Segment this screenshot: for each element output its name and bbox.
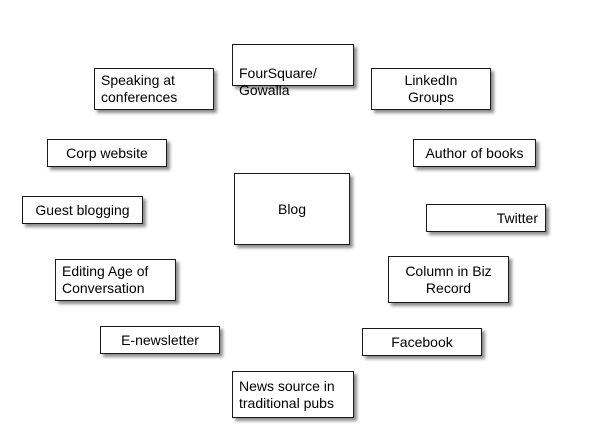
- node-twitter: Twitter: [426, 204, 546, 232]
- node-guest-blogging: Guest blogging: [22, 196, 143, 224]
- node-author-of-books: Author of books: [413, 139, 536, 167]
- node-column-in-biz-record: Column in Biz Record: [388, 256, 509, 303]
- node-label: Corp website: [66, 144, 148, 161]
- node-news-source-in-traditional-pubs: News source in traditional pubs: [232, 371, 354, 418]
- node-label: LinkedIn Groups: [404, 72, 458, 105]
- node-label: Author of books: [425, 144, 524, 161]
- node-label: Guest blogging: [35, 201, 130, 218]
- node-label: Editing Age of Conversation: [62, 263, 149, 296]
- node-label: Speaking at conferences: [101, 72, 178, 105]
- node-facebook: Facebook: [362, 328, 482, 356]
- node-editing-age-of-conversation: Editing Age of Conversation: [55, 259, 176, 301]
- node-label: E-newsletter: [121, 331, 199, 348]
- node-blog: Blog: [234, 173, 350, 245]
- node-speaking-at-conferences: Speaking at conferences: [94, 68, 214, 110]
- node-e-newsletter: E-newsletter: [100, 326, 220, 354]
- node-label: FourSquare/ Gowalla: [239, 65, 317, 98]
- node-linkedin-groups: LinkedIn Groups: [371, 68, 491, 110]
- node-label: Facebook: [391, 333, 453, 350]
- node-foursquare-gowalla: FourSquare/ Gowalla: [232, 44, 354, 98]
- node-label: News source in traditional pubs: [239, 377, 335, 411]
- node-label: Twitter: [496, 209, 538, 226]
- node-corp-website: Corp website: [47, 139, 167, 167]
- node-label: Blog: [277, 200, 307, 217]
- node-label: Column in Biz Record: [405, 262, 492, 296]
